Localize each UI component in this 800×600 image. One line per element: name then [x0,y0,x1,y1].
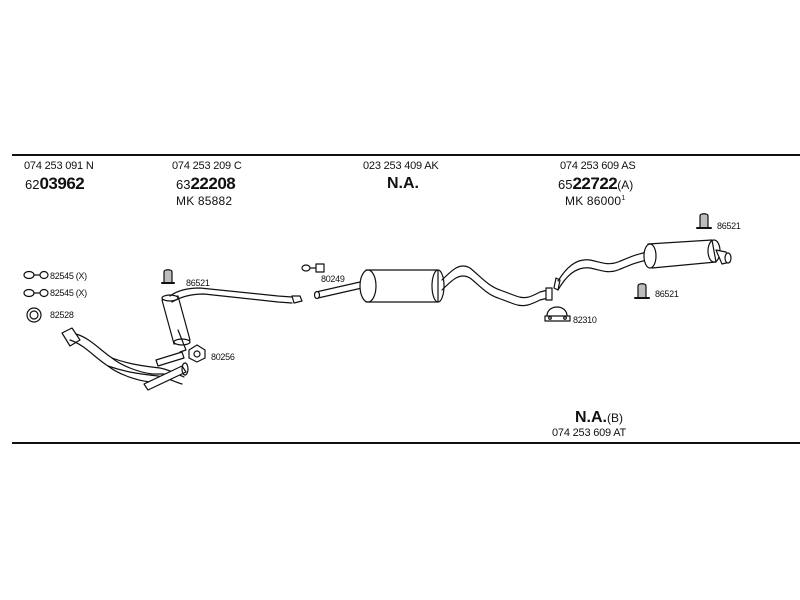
rear-silencer-prefix: 65 [558,177,573,192]
label-clamp-x-2: 82545 (X) [50,288,87,298]
catalytic-converter-icon [161,287,303,353]
label-hanger-rear-top: 86521 [717,221,741,231]
middle-silencer-icon [313,265,553,307]
top-rule [12,154,800,156]
clamp-middle-icon [301,263,325,273]
middle-silencer-oe-number: 023 253 409 AK [363,160,439,172]
label-clamp-middle: 80249 [321,274,345,284]
clamp-rear-icon [544,306,571,322]
front-pipe-part-number: 6203962 [25,174,85,194]
label-gasket: 80256 [211,352,235,362]
rear-silencer-icon [553,239,732,291]
variant-b-part-number: N.A.(B) [575,409,623,427]
middle-silencer-number: N.A. [387,175,419,192]
intermediate-oe-number: 074 253 209 C [172,160,242,172]
intermediate-number: 22208 [190,174,236,193]
clamp-x-icon-1 [23,270,49,280]
variant-b-suffix: (B) [607,411,623,425]
rear-silencer-mk-number: MK 860001 [565,194,625,208]
hanger-icon-rear-bottom [634,283,650,299]
front-pipe-number: 03962 [39,174,85,193]
intermediate-part-number: 6322208 [176,174,236,194]
rear-silencer-suffix: (A) [617,178,634,192]
label-clamp-rear: 82310 [573,315,597,325]
label-hanger-front: 86521 [186,278,210,288]
gasket-icon [188,344,206,363]
intermediate-mk-number: MK 85882 [176,194,233,208]
front-pipe-oe-number: 074 253 091 N [24,160,94,172]
hanger-icon-rear-top [696,213,712,229]
clamp-x-icon-2 [23,288,49,298]
hanger-icon-front [161,269,175,284]
variant-b-number: N.A. [575,409,607,426]
label-ring: 82528 [50,310,74,320]
intermediate-prefix: 63 [176,177,191,192]
front-pipe-icon [61,327,189,391]
rear-silencer-number: 22722 [572,174,618,193]
rear-silencer-mk: MK 86000 [565,194,622,208]
label-clamp-x-1: 82545 (X) [50,271,87,281]
front-pipe-prefix: 62 [25,177,40,192]
ring-icon [26,307,42,323]
rear-silencer-oe-number: 074 253 609 AS [560,160,636,172]
variant-b-oe-number: 074 253 609 AT [552,427,627,439]
bottom-rule [12,442,800,444]
rear-silencer-mk-note: 1 [621,195,626,202]
label-hanger-rear-bottom: 86521 [655,289,679,299]
rear-silencer-part-number: 6522722(A) [558,174,633,194]
